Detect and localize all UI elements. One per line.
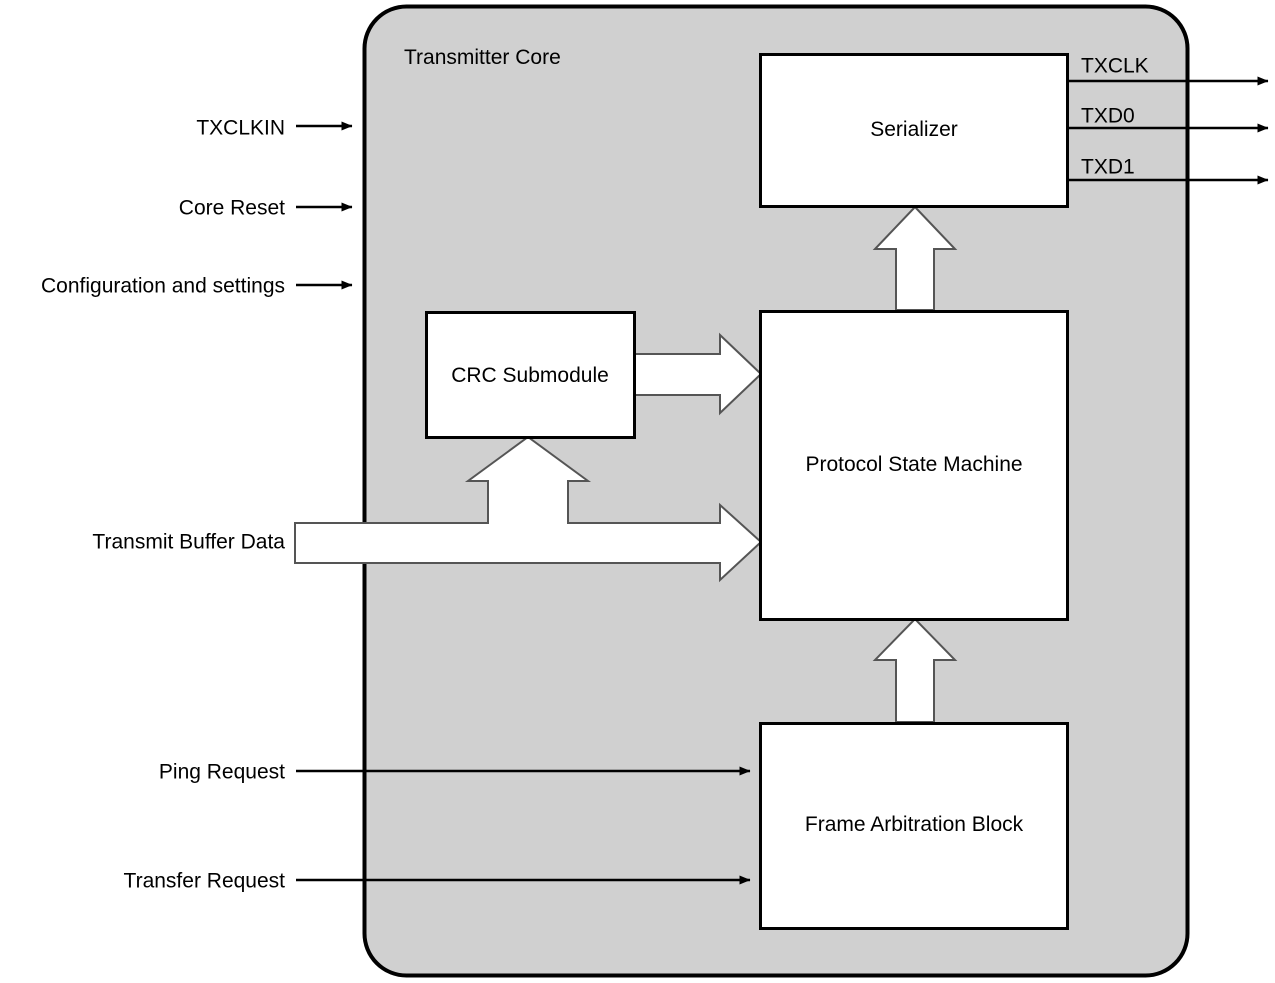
output-label-txclk: TXCLK	[1081, 54, 1149, 78]
transmitter-core-title: Transmitter Core	[404, 46, 561, 69]
serializer-label: Serializer	[870, 118, 958, 141]
crc-to-psm-block-arrow	[634, 332, 763, 416]
output-label-txd1: TXD1	[1081, 155, 1135, 179]
protocol-state-machine-label: Protocol State Machine	[805, 453, 1023, 476]
transmit-buffer-data-block-arrow	[294, 435, 763, 583]
frame-arbitration-block[interactable]	[759, 722, 1069, 930]
input-label-core-reset: Core Reset	[178, 196, 285, 220]
input-label-ping-request: Ping Request	[158, 760, 285, 784]
fab-to-psm-block-arrow	[872, 617, 958, 723]
input-label-txclkin: TXCLKIN	[196, 116, 285, 140]
crc-submodule-label: CRC Submodule	[451, 364, 609, 387]
input-label-configuration-and-settings: Configuration and settings	[41, 274, 285, 298]
protocol-state-machine-block[interactable]	[759, 310, 1069, 621]
serializer-block[interactable]	[759, 53, 1069, 208]
input-label-transfer-request: Transfer Request	[123, 869, 285, 893]
psm-to-serializer-block-arrow	[872, 205, 958, 311]
input-label-transmit-buffer-data: Transmit Buffer Data	[92, 530, 285, 554]
frame-arbitration-block-label: Frame Arbitration Block	[804, 813, 1024, 836]
crc-submodule-block[interactable]	[425, 311, 636, 439]
output-label-txd0: TXD0	[1081, 104, 1135, 128]
